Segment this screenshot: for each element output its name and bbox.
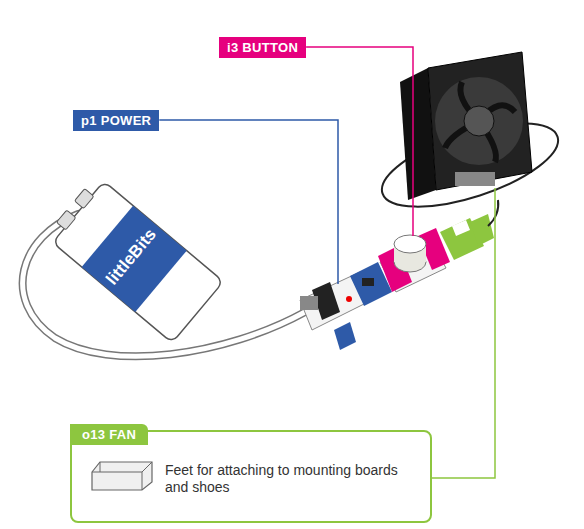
- fan: [400, 52, 532, 200]
- callout-tag: i3 BUTTON: [219, 37, 306, 58]
- leader-line: [159, 120, 338, 284]
- feet-icon: [92, 462, 152, 490]
- bit-modules: [300, 200, 498, 350]
- leader-line: [306, 47, 413, 236]
- callout-tag: p1 POWER: [73, 110, 159, 131]
- leader-line: [432, 188, 495, 478]
- info-box: o13 FANFeet for attaching to mounting bo…: [70, 430, 432, 523]
- battery: [45, 175, 224, 343]
- box-body: Feet for attaching to mounting boards an…: [165, 462, 420, 496]
- box-heading: o13 FAN: [70, 424, 148, 445]
- part-name: i3 BUTTON: [219, 37, 306, 58]
- part-name: p1 POWER: [73, 110, 159, 131]
